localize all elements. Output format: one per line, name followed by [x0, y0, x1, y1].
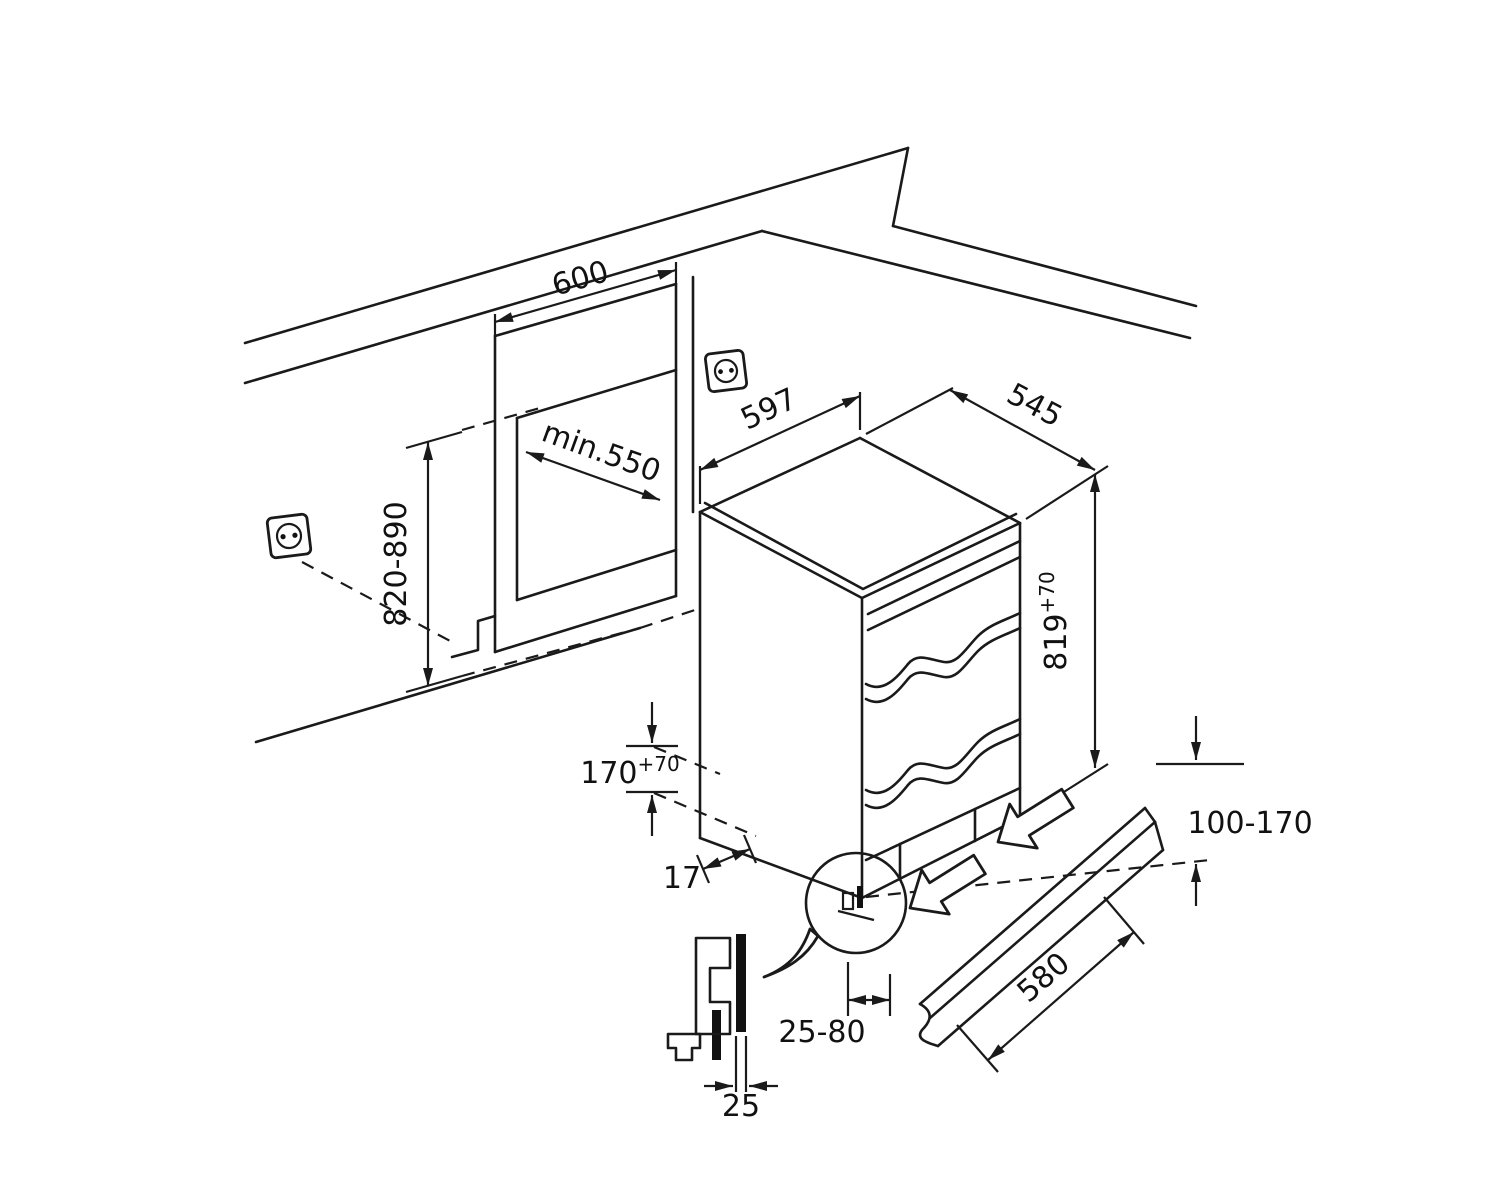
- dimension-plinth-height: 100-170: [1156, 716, 1313, 906]
- dim-value: 819: [1039, 613, 1074, 670]
- dim-label-appliance-width: 597: [736, 381, 803, 437]
- door-break-line: [864, 717, 1022, 795]
- dim-label-plinth-height: 100-170: [1187, 806, 1312, 841]
- dim-tolerance: +70: [638, 752, 680, 776]
- dimension-niche-width: 600: [493, 254, 678, 336]
- dimension-appliance-depth: 545: [865, 377, 1109, 520]
- dimension-plinth-thickness: 25: [704, 1036, 778, 1124]
- dim-label-recess-height: 170+70: [580, 752, 679, 791]
- dimension-appliance-width: 597: [698, 381, 862, 504]
- dimension-appliance-height: 819+70: [1025, 474, 1109, 817]
- appliance-door: [864, 539, 1022, 881]
- socket-pin-hole: [292, 532, 298, 538]
- socket-pin-hole: [280, 534, 286, 540]
- dim-value: 170: [580, 756, 637, 791]
- dim-tolerance: +70: [1035, 571, 1059, 613]
- insertion-arrow: [996, 787, 1075, 850]
- plinth-board: [918, 806, 1165, 1048]
- plinth-cross-section: [666, 934, 746, 1062]
- insertion-arrows: [908, 787, 1075, 916]
- dim-label-plinth-thickness: 25: [722, 1089, 760, 1124]
- dimension-plinth-inset: 25-80: [778, 962, 892, 1050]
- wall-socket-left: [265, 512, 313, 560]
- cabinet-profile-section: [694, 936, 732, 1036]
- dimension-recess-height: 170+70: [580, 702, 680, 836]
- dimension-plinth-length: 580: [956, 896, 1145, 1073]
- socket-plate: [265, 512, 313, 560]
- socket-pin-hole: [718, 369, 723, 375]
- dimension-niche-depth: min.550: [525, 415, 665, 502]
- dim-label-plinth-length: 580: [1011, 946, 1077, 1010]
- dim-label-side-gap: 17: [663, 861, 701, 896]
- door-break-line: [864, 611, 1022, 689]
- appliance-outline: [698, 436, 1022, 900]
- socket-pin-hole: [729, 367, 734, 373]
- socket-well: [275, 522, 303, 550]
- dim-label-plinth-inset: 25-80: [778, 1015, 865, 1050]
- plinth-edge-section: [857, 886, 863, 908]
- dim-label-niche-width: 600: [548, 254, 613, 303]
- plinth-board-section: [736, 934, 746, 1032]
- dim-label-appliance-height: 819+70: [1035, 571, 1074, 670]
- countertop-outline: [243, 146, 1198, 744]
- door-break-line: [864, 732, 1022, 810]
- plinth-break-line: [918, 1002, 940, 1048]
- socket-well: [713, 358, 739, 384]
- detail-callout: [762, 851, 908, 979]
- door-break-line: [864, 626, 1022, 704]
- dimension-niche-height: 820-890: [379, 430, 463, 694]
- wall-socket-right: [703, 348, 749, 394]
- foot-profile-section: [666, 1032, 702, 1062]
- dim-label-niche-height: 820-890: [379, 501, 414, 626]
- adjustable-foot: [841, 891, 855, 911]
- socket-plate: [703, 348, 749, 394]
- dimension-side-gap: 17: [663, 834, 758, 896]
- insertion-arrow: [908, 853, 987, 916]
- detail-pointer: [762, 927, 820, 979]
- detail-circle: [804, 851, 908, 955]
- dim-label-appliance-depth: 545: [1001, 377, 1068, 435]
